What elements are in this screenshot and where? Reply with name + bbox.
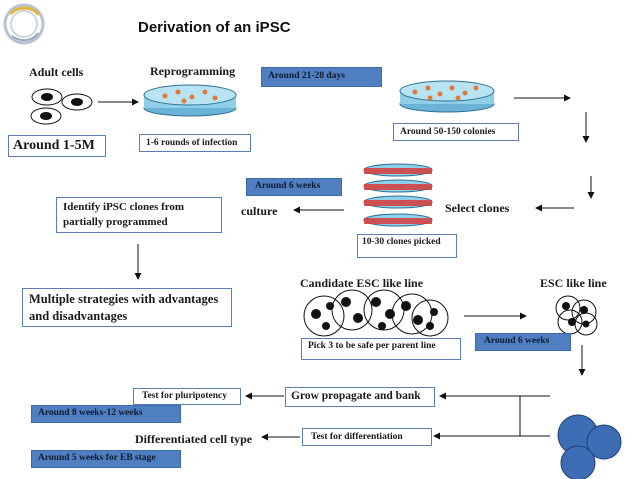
around-5-weeks-eb-box: Around 5 weeks for EB stage [31,450,181,468]
logo-icon [2,2,46,46]
select-clones-label: Select clones [445,201,510,215]
adult-cells-label: Adult cells [29,65,84,79]
differentiated-cell-type-label: Differentiated cell type [135,432,253,446]
culture-label: culture [241,204,278,218]
esc-like-line-cells-icon [555,295,598,336]
around-8-12-weeks-box: Around 8 weeks-12 weeks [31,405,181,423]
clones-picked-box: 10-30 clones picked [357,234,457,258]
reprogramming-label: Reprogramming [150,64,236,78]
around-6-weeks-box-2: Around 6 weeks [475,333,571,351]
around-21-28-days-box: Around 21-28 days [261,67,382,87]
grow-propagate-box: Grow propagate and bank [285,387,435,407]
multiple-strategies-box: Multiple strategies with advantages and … [22,288,232,327]
around-1-5m-box: Around 1-5M [8,135,106,157]
cell-spheres-icon [557,414,622,479]
around-6-weeks-box-1: Around 6 weeks [246,178,342,196]
stacked-plates-icon [363,163,433,227]
petri-dish-icon-2 [399,80,495,113]
adult-cells-icon [30,88,93,125]
candidate-esc-nuclei [311,297,438,330]
colonies-box: Around 50-150 colonies [393,123,519,141]
esc-like-line-label: ESC like line [540,276,607,290]
rounds-of-infection-box: 1-6 rounds of infection [139,134,251,152]
pick-3-box: Pick 3 to be safe per parent line [301,338,461,360]
petri-dish-icon-1 [143,84,237,117]
candidate-esc-label: Candidate ESC like line [300,276,424,290]
test-pluripotency-box: Test for pluripotency [133,388,241,405]
identify-ipsc-box: Identify iPSC clones from partially prog… [56,197,222,233]
page-title: Derivation of an iPSC [138,19,291,36]
test-differentiation-box: Test for differentiation [302,428,432,446]
